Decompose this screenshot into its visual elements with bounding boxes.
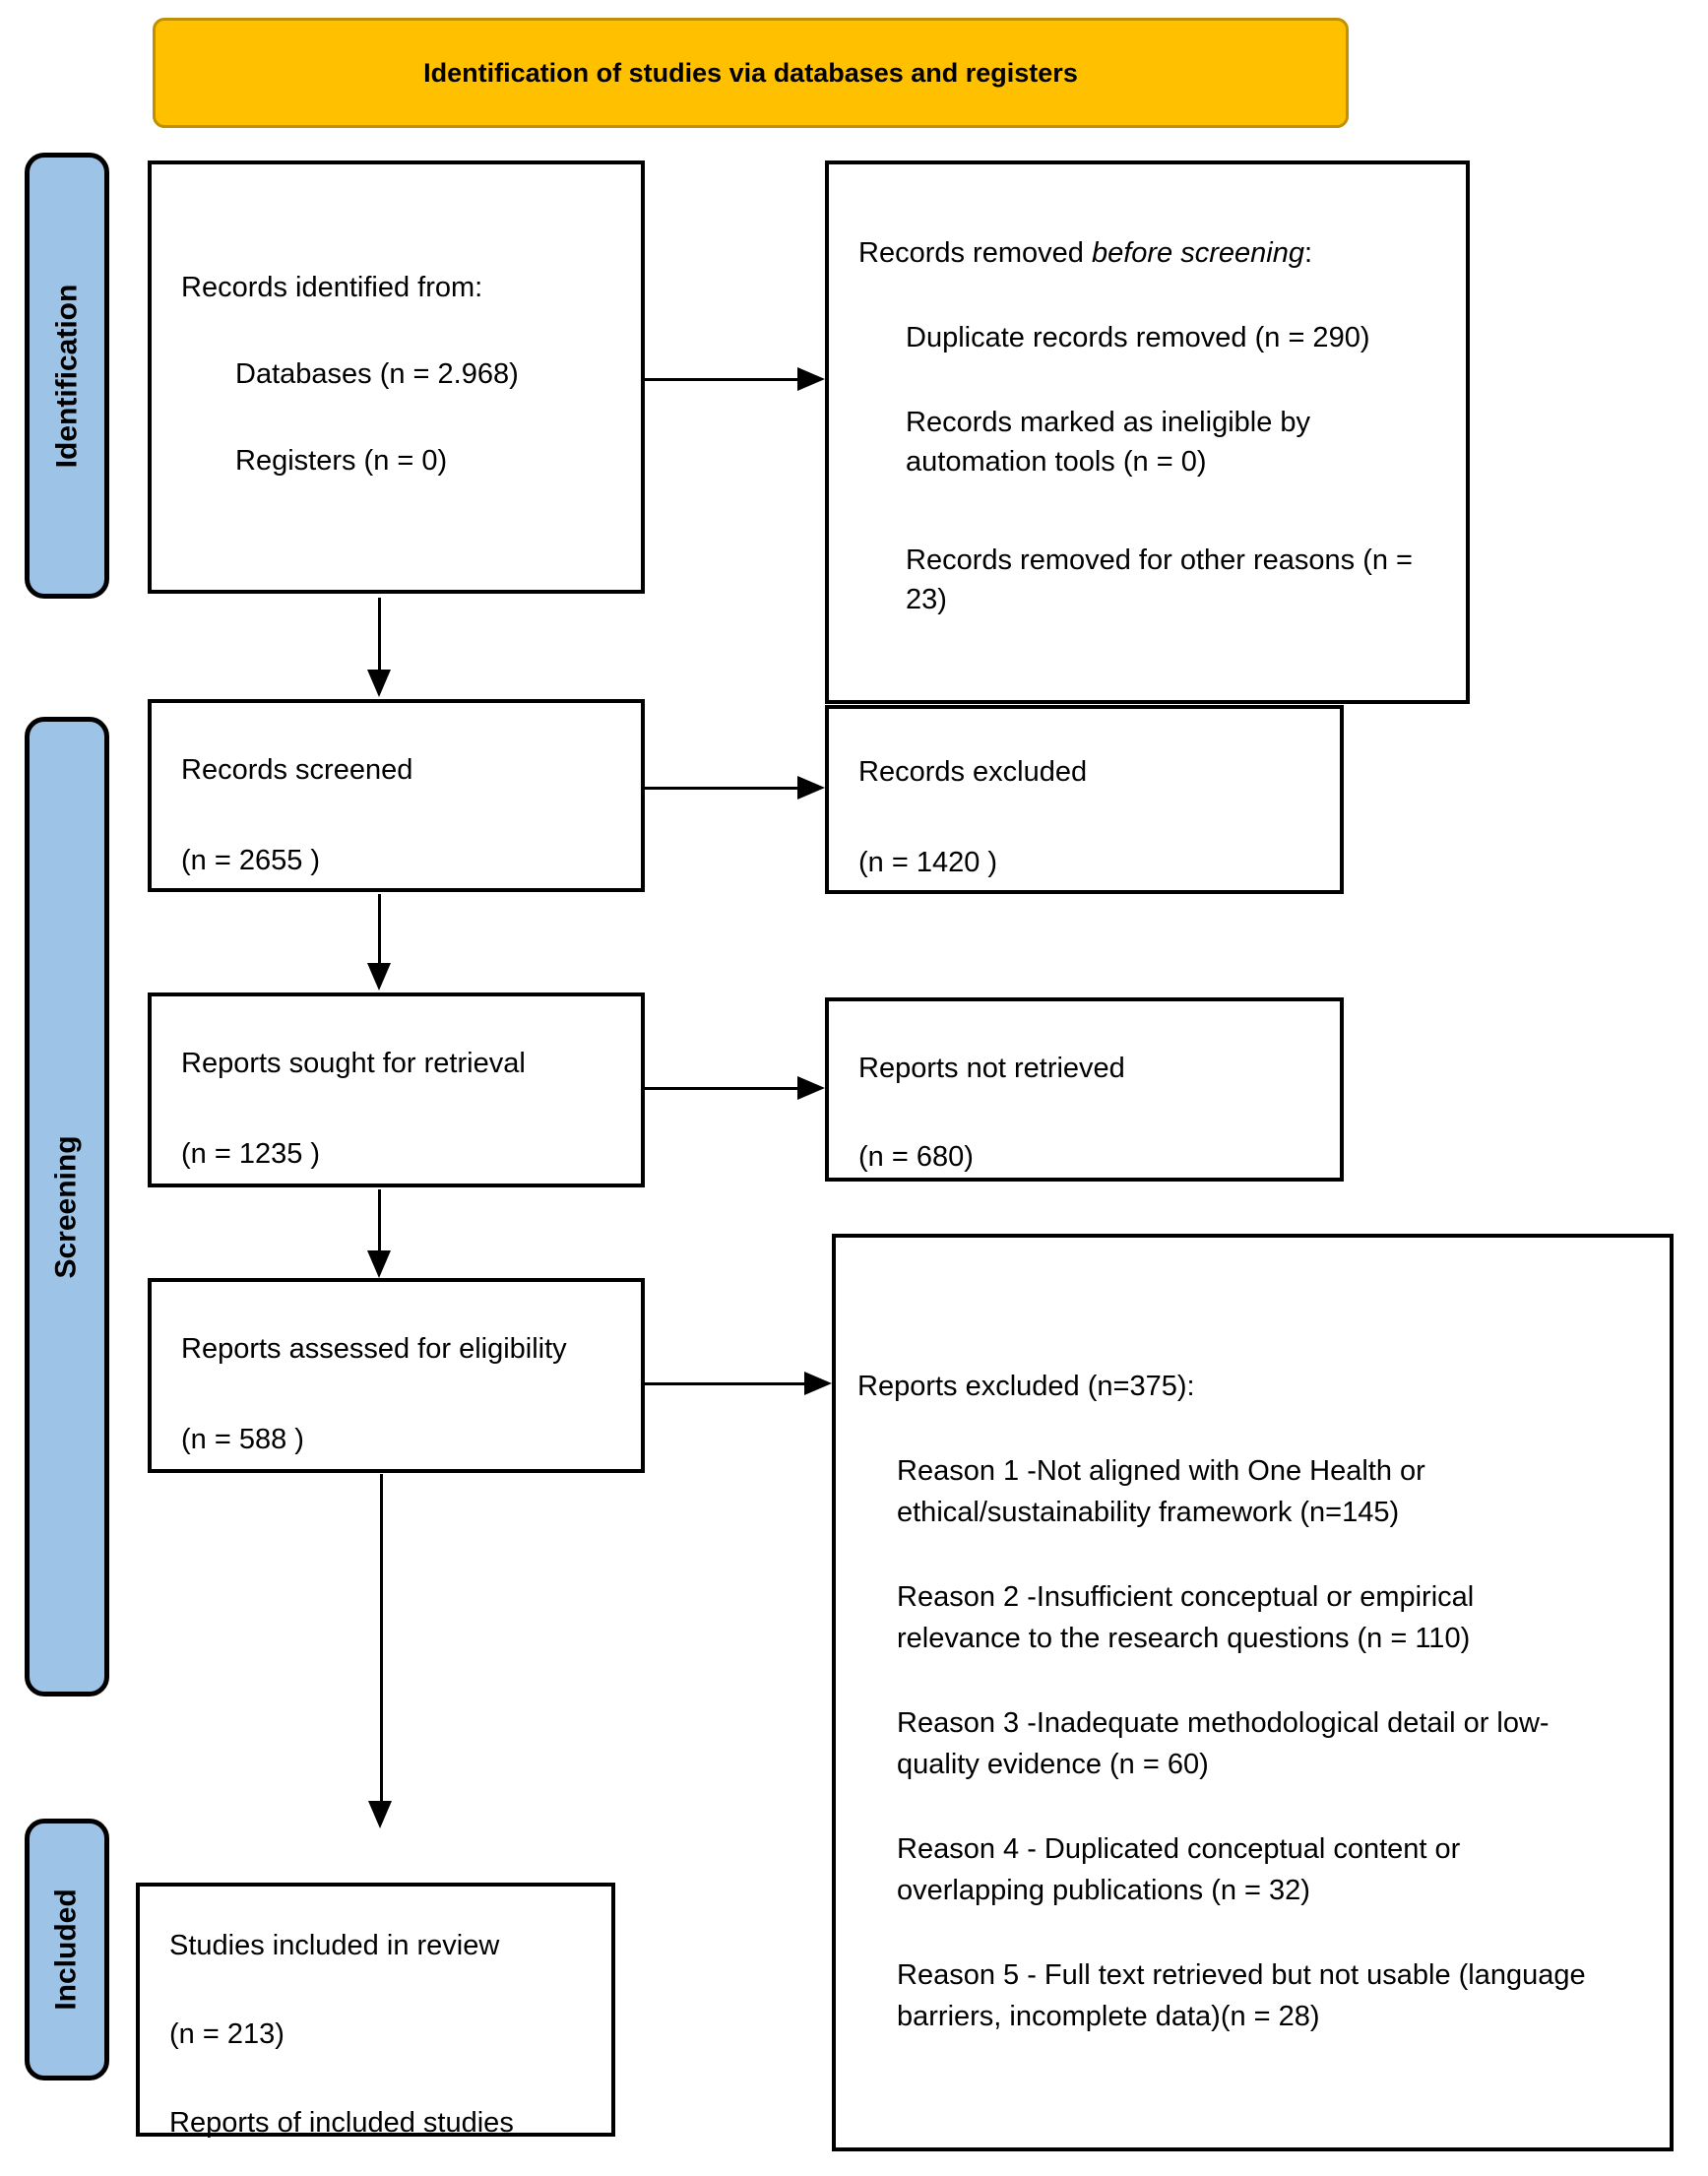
records-removed-box: Records removed before screening: Duplic… <box>825 160 1470 704</box>
records-identified-box: Records identified from: Databases (n = … <box>148 160 645 594</box>
exclusion-reason-4: Reason 4 - Duplicated conceptual content… <box>897 1833 1461 1906</box>
removed-duplicates: Duplicate records removed (n = 290) <box>906 322 1370 353</box>
stage-bar-screening: Screening <box>25 717 109 1696</box>
studies-included-box: Studies included in review (n = 213) Rep… <box>136 1883 615 2139</box>
diagram-title: Identification of studies via databases … <box>423 57 1078 88</box>
arrow-identified-to-removed-line <box>645 378 797 381</box>
studies-included-title: Studies included in review <box>169 1930 500 1961</box>
records-screened-box: Records screened (n = 2655 ) <box>148 699 645 892</box>
arrow-screened-to-sought-head <box>367 963 391 991</box>
stage-label-screening: Screening <box>50 1134 83 1279</box>
exclusion-reason-3: Reason 3 -Inadequate methodological deta… <box>897 1707 1550 1780</box>
records-excluded-box: Records excluded (n = 1420 ) <box>825 705 1344 894</box>
records-removed-title: Records removed before screening: <box>858 233 1441 273</box>
arrow-screened-to-sought-line <box>378 894 381 965</box>
reports-not-retrieved-count: (n = 680) <box>858 1141 974 1173</box>
exclusion-reason-2: Reason 2 -Insufficient conceptual or emp… <box>897 1581 1475 1654</box>
stage-label-identification: Identification <box>50 284 84 468</box>
records-identified-title: Records identified from: <box>181 272 483 303</box>
reports-sought-count: (n = 1235 ) <box>181 1138 321 1170</box>
arrow-assessed-to-reasons-line <box>645 1382 804 1385</box>
arrow-sought-to-notretrieved-head <box>797 1076 825 1100</box>
records-identified-databases: Databases (n = 2.968) <box>235 358 519 390</box>
reports-excluded-title: Reports excluded (n=375): <box>857 1371 1195 1402</box>
arrow-sought-to-assessed-line <box>378 1189 381 1252</box>
records-screened-count: (n = 2655 ) <box>181 845 321 876</box>
reports-assessed-box: Reports assessed for eligibility (n = 58… <box>148 1278 645 1473</box>
stage-bar-identification: Identification <box>25 153 109 599</box>
diagram-title-banner: Identification of studies via databases … <box>153 18 1349 128</box>
reports-assessed-title: Reports assessed for eligibility <box>181 1333 567 1365</box>
removed-other-reasons: Records removed for other reasons (n = 2… <box>906 544 1413 615</box>
arrow-assessed-to-included-head <box>368 1801 392 1828</box>
arrow-identified-to-screened-line <box>378 598 381 672</box>
exclusion-reason-5: Reason 5 - Full text retrieved but not u… <box>897 1959 1586 2032</box>
stage-label-included: Included <box>50 1888 83 2011</box>
removed-automation: Records marked as ineligible by automati… <box>906 407 1311 478</box>
arrow-sought-to-notretrieved-line <box>645 1087 797 1090</box>
arrow-screened-to-excluded-head <box>797 776 825 800</box>
arrow-identified-to-screened-head <box>367 670 391 697</box>
records-removed-title-prefix: Records removed <box>858 237 1092 269</box>
arrow-sought-to-assessed-head <box>367 1250 391 1278</box>
arrow-identified-to-removed-head <box>797 367 825 391</box>
reports-assessed-count: (n = 588 ) <box>181 1424 304 1455</box>
reports-not-retrieved-box: Reports not retrieved (n = 680) <box>825 997 1344 1182</box>
reports-excluded-reasons-box: Reports excluded (n=375): Reason 1 -Not … <box>832 1234 1674 2151</box>
records-screened-title: Records screened <box>181 754 413 786</box>
records-identified-registers: Registers (n = 0) <box>235 445 448 477</box>
reports-not-retrieved-title: Reports not retrieved <box>858 1053 1125 1084</box>
stage-bar-included: Included <box>25 1819 109 2080</box>
arrow-screened-to-excluded-line <box>645 787 797 790</box>
studies-included-subtitle: Reports of included studies <box>169 2107 514 2139</box>
arrow-assessed-to-included-line <box>380 1474 383 1801</box>
records-excluded-title: Records excluded <box>858 756 1088 788</box>
records-removed-title-suffix: : <box>1303 237 1313 269</box>
studies-included-count: (n = 213) <box>169 2018 285 2050</box>
records-excluded-count: (n = 1420 ) <box>858 847 998 878</box>
records-removed-title-italic: before screening <box>1091 237 1304 269</box>
exclusion-reason-1: Reason 1 -Not aligned with One Health or… <box>897 1455 1425 1528</box>
arrow-assessed-to-reasons-head <box>804 1372 832 1395</box>
reports-sought-box: Reports sought for retrieval (n = 1235 ) <box>148 992 645 1187</box>
reports-sought-title: Reports sought for retrieval <box>181 1048 526 1079</box>
